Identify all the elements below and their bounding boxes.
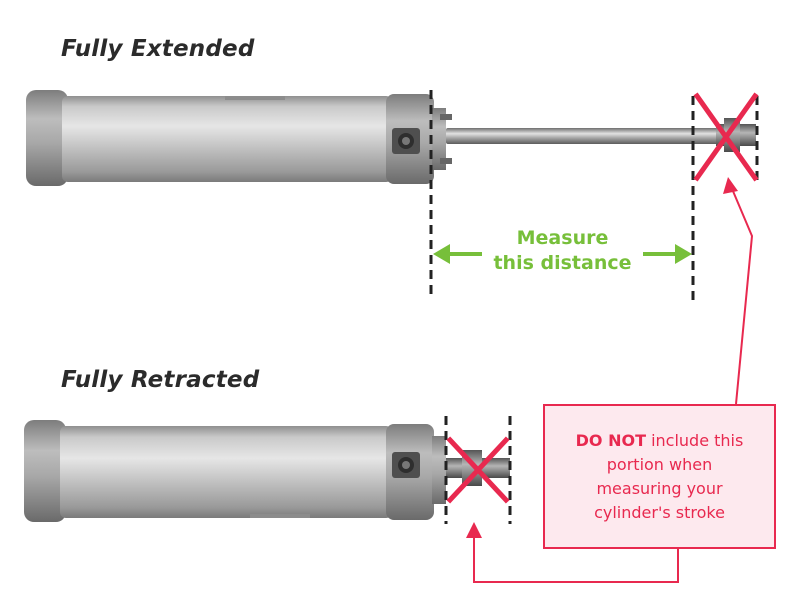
retracted-port-icon <box>392 452 420 478</box>
extended-piston-rod <box>446 128 728 144</box>
extended-mount-plate <box>432 108 446 170</box>
extended-mount-bolt-top <box>440 114 452 120</box>
measure-label-line-2: this distance <box>493 252 632 274</box>
retracted-body-label-strip <box>250 514 310 518</box>
measure-label: Measure this distance <box>470 226 655 276</box>
extended-rear-cap <box>26 90 68 186</box>
retracted-rear-cap <box>24 420 66 522</box>
retracted-exclude-x-icon <box>446 436 510 504</box>
measure-label-line-1: Measure <box>516 227 609 249</box>
measure-arrow <box>433 244 692 264</box>
warning-note-text: DO NOT include this portion when measuri… <box>565 429 755 525</box>
callout-connector-bottom <box>473 530 679 583</box>
callout-arrowhead-top <box>723 177 738 194</box>
extended-port-icon <box>392 128 420 154</box>
callout-arrowhead-bottom <box>466 522 482 538</box>
warning-note-emphasis: DO NOT <box>575 430 646 450</box>
warning-note-box: DO NOT include this portion when measuri… <box>543 404 776 549</box>
extended-exclude-x-icon <box>693 92 759 182</box>
retracted-mount-plate <box>432 436 446 504</box>
callout-connector-top <box>729 183 754 405</box>
retracted-body <box>60 426 392 518</box>
warning-note-body: include this portion when measuring your… <box>594 430 744 522</box>
extended-body-label-strip <box>225 96 285 100</box>
heading-fully-retracted: Fully Retracted <box>61 367 260 393</box>
retracted-cylinder <box>24 420 510 522</box>
extended-mount-bolt-bottom <box>440 158 452 164</box>
extended-cylinder <box>26 90 756 186</box>
heading-fully-extended: Fully Extended <box>61 36 255 62</box>
extended-body <box>62 96 392 182</box>
